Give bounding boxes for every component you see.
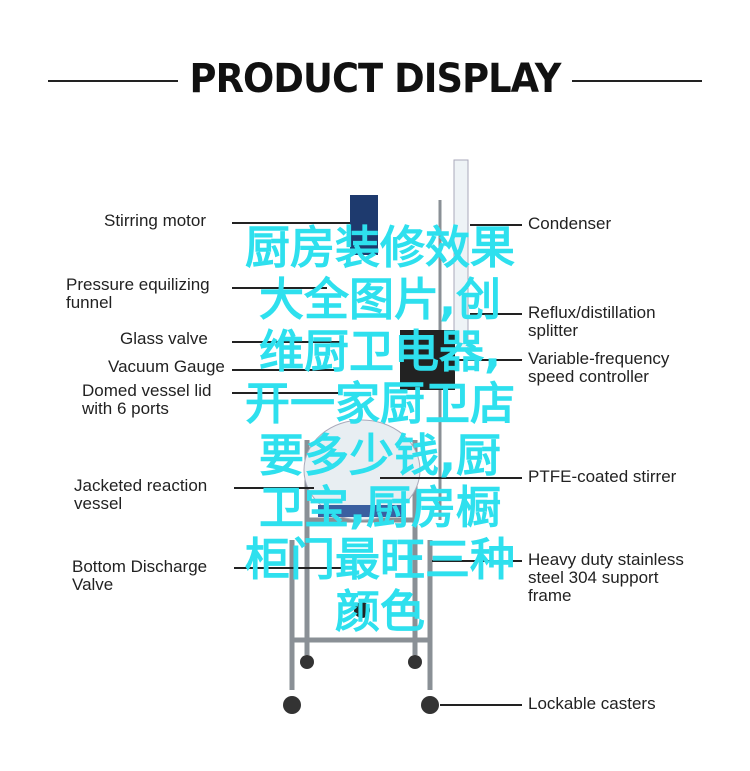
label-condenser: Condenser <box>528 214 612 233</box>
caster <box>408 655 422 669</box>
label-vacuum-gauge: Vacuum Gauge <box>108 357 225 376</box>
leader-line <box>432 560 522 562</box>
label-splitter: Reflux/distillation splitter <box>528 303 656 340</box>
page-title: PRODUCT DISPLAY <box>189 56 562 102</box>
label-domed-lid: Domed vessel lid with 6 ports <box>82 381 212 418</box>
label-speed-controller: Variable-frequency speed controller <box>528 349 670 386</box>
leader-line <box>470 224 522 226</box>
label-stirring-motor: Stirring motor <box>104 211 207 230</box>
stirring-motor <box>350 195 378 255</box>
label-stirrer: PTFE-coated stirrer <box>528 467 677 486</box>
condenser <box>453 159 469 351</box>
caster <box>300 655 314 669</box>
label-glass-valve: Glass valve <box>120 329 208 348</box>
overlay-title: 厨房装修效果大全图片,创维厨卫电器,开一家厨卫店要多少钱,厨卫宝,厨房橱柜门最旺… <box>244 221 515 638</box>
leader-line <box>440 704 522 706</box>
label-discharge-valve: Bottom Discharge Valve <box>72 557 208 594</box>
header-line-left <box>48 80 178 82</box>
leader-line <box>380 477 522 479</box>
leader-line <box>470 313 522 315</box>
leader-line <box>234 487 314 489</box>
leader-line <box>234 567 344 569</box>
reaction-vessel <box>303 419 421 521</box>
leader-line <box>455 359 522 361</box>
leader-line <box>232 222 350 224</box>
header-line-right <box>572 80 702 82</box>
vessel-flange <box>318 505 406 517</box>
label-jacketed-vessel: Jacketed reaction vessel <box>74 476 208 513</box>
label-casters: Lockable casters <box>528 694 656 713</box>
leader-line <box>232 369 342 371</box>
caster <box>283 696 301 714</box>
leader-line <box>232 392 342 394</box>
caster <box>421 696 439 714</box>
leader-line <box>232 341 342 343</box>
label-support-frame: Heavy duty stainless steel 304 support f… <box>528 550 684 605</box>
discharge-valve <box>354 602 370 618</box>
leader-line <box>232 287 327 289</box>
label-pressure-funnel: Pressure equilizing funnel <box>66 275 210 312</box>
speed-controller <box>400 330 455 390</box>
